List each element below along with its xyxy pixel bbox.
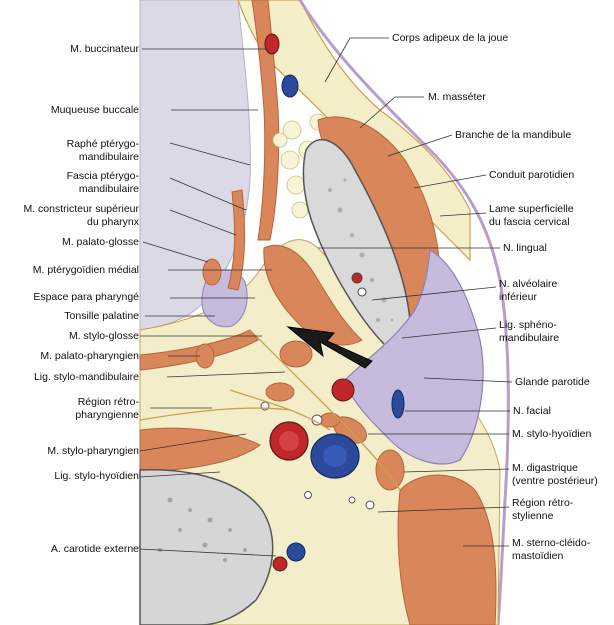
- label-n-lingual: N. lingual: [503, 242, 547, 255]
- label-fascia-pterygo: Fascia ptérygo-mandibulaire: [67, 170, 139, 195]
- stylo-pharyngeus: [266, 383, 294, 401]
- label-masseter: M. masséter: [428, 91, 486, 104]
- label-lig-spheno: Lig. sphéno-mandibulaire: [499, 319, 559, 344]
- label-lig-stylo-mandib: Lig. stylo-mandibulaire: [34, 371, 139, 384]
- label-corps-adipeux: Corps adipeux de la joue: [392, 32, 508, 45]
- label-stylo-hyoidien: M. stylo-hyoïdien: [512, 428, 591, 441]
- palato-glossus: [203, 259, 221, 285]
- label-muqueuse-buccale: Muqueuse buccale: [51, 104, 139, 117]
- label-raphe-pterygo: Raphé ptérygo-mandibulaire: [67, 138, 139, 163]
- label-n-facial: N. facial: [513, 405, 551, 418]
- internal-carotid-inner: [279, 431, 299, 451]
- label-palato-pharyngien: M. palato-pharyngien: [40, 350, 139, 363]
- label-digastrique: M. digastrique(ventre postérieur): [512, 462, 598, 487]
- label-espace-para: Espace para pharyngé: [33, 291, 139, 304]
- cheek-vein: [282, 75, 298, 97]
- label-palato-glosse: M. palato-glosse: [62, 236, 139, 249]
- label-stylo-glosse: M. stylo-glosse: [69, 330, 139, 343]
- retromandibular-vein: [392, 390, 404, 418]
- internal-jugular-inner: [323, 445, 347, 467]
- external-carotid-artery: [332, 379, 354, 401]
- stylo-glossus: [280, 341, 312, 367]
- label-carotide-externe: A. carotide externe: [51, 543, 139, 556]
- label-mandibule: Branche de la mandibule: [455, 129, 571, 142]
- digastric: [376, 450, 404, 490]
- lower-vein: [287, 543, 305, 561]
- label-tonsille: Tonsille palatine: [64, 310, 139, 323]
- label-lig-stylo-hyoidien: Lig. stylo-hyoïdien: [54, 470, 139, 483]
- lower-artery: [273, 557, 287, 571]
- alveolar-artery: [352, 273, 362, 283]
- label-stylo-pharyngien: M. stylo-pharyngien: [47, 445, 139, 458]
- alveolar-nerve: [358, 288, 366, 296]
- label-retro-stylienne: Région rétro-stylienne: [512, 497, 573, 522]
- cheek-artery: [265, 34, 279, 54]
- label-conduit-parotidien: Conduit parotidien: [489, 169, 574, 182]
- label-glande-parotide: Glande parotide: [515, 376, 590, 389]
- label-buccinateur: M. buccinateur: [70, 43, 139, 56]
- label-pterygoidien: M. ptérygoïdien médial: [33, 264, 139, 277]
- label-retro-pharyngienne: Région rétro-pharyngienne: [75, 396, 139, 421]
- label-sterno: M. sterno-cléido-mastoïdien: [512, 537, 590, 562]
